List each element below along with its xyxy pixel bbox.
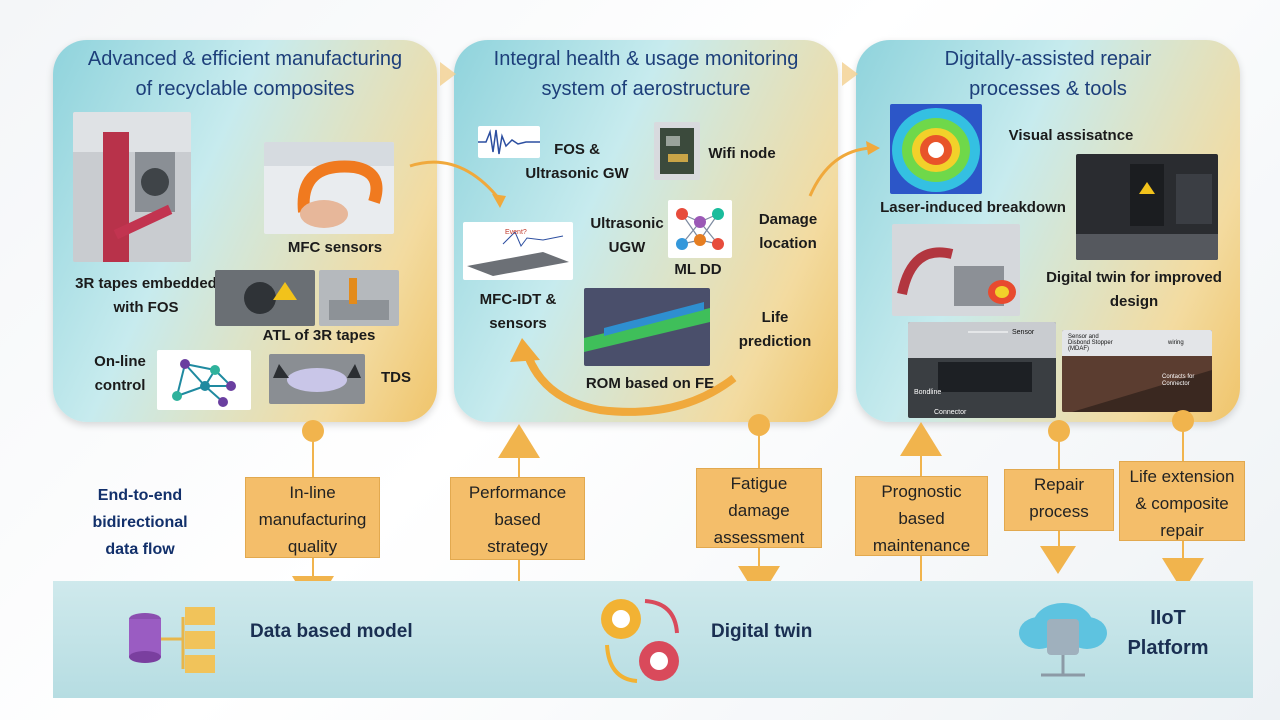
data-flow-note: End-to-end bidirectional data flow xyxy=(92,487,188,558)
iiot-label: IIoT Platform xyxy=(1127,607,1209,659)
laser-breakdown-label: Laser-induced breakdown xyxy=(880,199,1066,216)
up-arrow-2 xyxy=(498,424,540,458)
rom-fe-image xyxy=(584,288,710,366)
fos-gw-label: FOS & Ultrasonic GW xyxy=(525,141,629,182)
ultrasonic-ugw-label: Ultrasonic UGW xyxy=(590,215,664,256)
data-model-label: Data based model xyxy=(250,621,413,642)
repair-process-box: Repair process xyxy=(1004,469,1114,531)
mfc-idt-label: MFC-IDT & sensors xyxy=(479,291,557,332)
mfc-idt-image: Event? xyxy=(463,222,573,280)
up-arrow-4 xyxy=(900,422,942,456)
wiring-caption: wiring xyxy=(1167,340,1184,346)
digital-twin-design-label: Digital twin for improved design xyxy=(1046,269,1222,310)
atl-label: ATL of 3R tapes xyxy=(262,327,376,344)
mfc-sensors-label: MFC sensors xyxy=(287,239,383,256)
tape-machine-image xyxy=(73,112,191,262)
tapes-fos-label: 3R tapes embedded with FOS xyxy=(75,275,217,316)
life-extension-box: Life extension & composite repair xyxy=(1119,461,1245,541)
down-arrow-5 xyxy=(1040,546,1076,574)
database-icon xyxy=(129,607,215,673)
connector-caption: Connector xyxy=(934,409,967,416)
gears-icon xyxy=(601,599,679,683)
rom-fe-label: ROM based on FE xyxy=(585,375,715,392)
online-control-label: On-line control xyxy=(94,353,146,394)
cloud-icon xyxy=(1019,603,1107,677)
damage-location-label: Damage location xyxy=(758,211,818,252)
flow-dot-6 xyxy=(1172,410,1194,432)
fatigue-assessment-box: Fatigue damage assessment xyxy=(696,468,822,548)
flow-dot-3 xyxy=(748,414,770,436)
visual-assistance-label: Visual assisatnce xyxy=(1008,127,1134,144)
tds-image xyxy=(269,354,365,404)
digital-twin-label: Digital twin xyxy=(711,621,813,642)
atl-image-left xyxy=(215,270,315,326)
ml-dd-label: ML DD xyxy=(674,261,722,278)
bondline-caption: Bondline xyxy=(914,389,941,396)
event-caption: Event? xyxy=(505,229,527,236)
prognostic-maintenance-box: Prognostic based maintenance xyxy=(855,476,988,556)
sensor-caption: Sensor xyxy=(1012,329,1035,336)
bottom-bar: Data based model Digital twin IIoT Platf… xyxy=(53,581,1253,698)
network-graph-image xyxy=(157,350,251,410)
performance-strategy-box: Performance based strategy xyxy=(450,477,585,560)
atl-image-right xyxy=(319,270,399,326)
down-arrow-6 xyxy=(1162,558,1204,592)
ml-dd-image xyxy=(668,200,732,258)
tds-label: TDS xyxy=(381,369,411,386)
heatmap-image xyxy=(890,104,982,194)
repair-panel: Digitally-assisted repair processes & to… xyxy=(856,40,1240,422)
laser-station-image xyxy=(1076,154,1218,260)
monitoring-panel-title: Integral health & usage monitoring syste… xyxy=(493,48,799,100)
wifi-node-image xyxy=(654,122,700,180)
repair-panel-title: Digitally-assisted repair processes & to… xyxy=(944,48,1152,100)
flow-dot-5 xyxy=(1048,420,1070,442)
flow-dot-1 xyxy=(302,420,324,442)
inline-quality-box: In-line manufacturing quality xyxy=(245,477,380,558)
wifi-node-label: Wifi node xyxy=(708,145,776,162)
life-prediction-label: Life prediction xyxy=(738,309,812,350)
manufacturing-panel: Advanced & efficient manufacturing of re… xyxy=(53,40,437,422)
mfc-sensor-image xyxy=(264,142,394,234)
waveform-image xyxy=(478,126,540,158)
bonded-joint-image: Sensor Bondline Connector xyxy=(908,322,1056,418)
repair-station-image xyxy=(892,224,1020,316)
manufacturing-panel-title: Advanced & efficient manufacturing of re… xyxy=(87,48,403,100)
